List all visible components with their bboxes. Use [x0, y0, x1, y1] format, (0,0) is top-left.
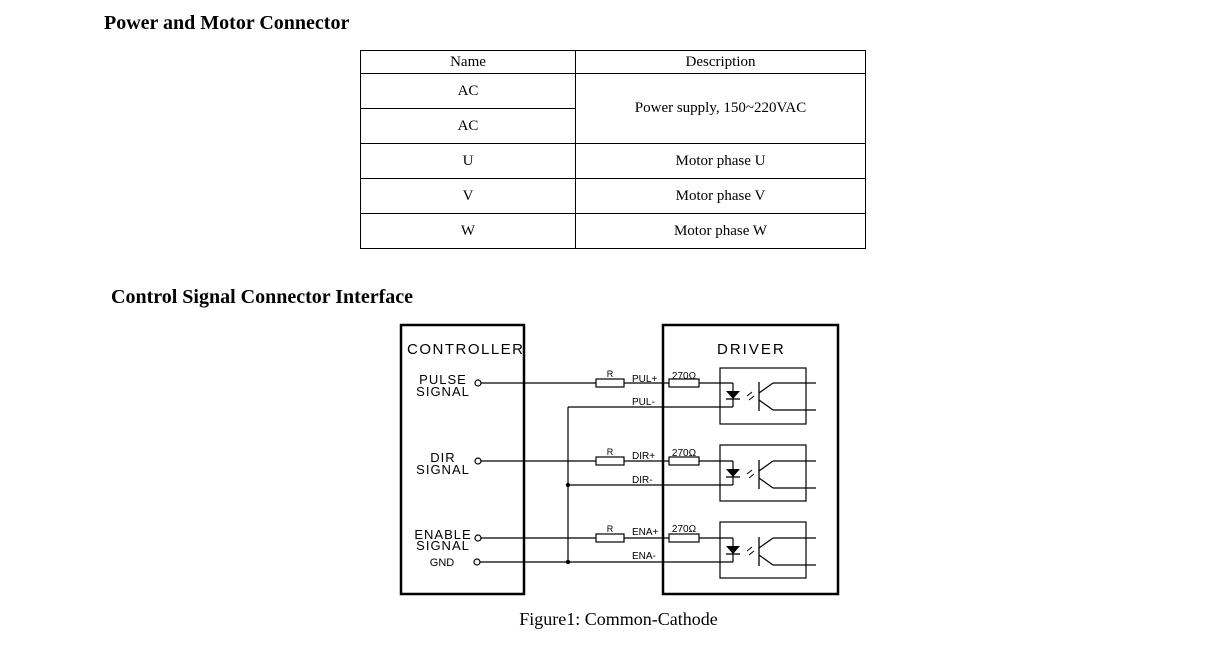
pul-plus-label: PUL+ — [632, 374, 657, 385]
external-resistor — [595, 378, 625, 388]
dir-signal-label: SIGNAL — [416, 462, 470, 477]
power-connector-heading: Power and Motor Connector — [104, 12, 350, 34]
enable-signal-label: SIGNAL — [416, 538, 470, 553]
resistor-label: R — [607, 369, 614, 379]
resistor-label: R — [607, 524, 614, 534]
control-connector-heading: Control Signal Connector Interface — [111, 286, 414, 308]
led-icon — [726, 391, 740, 399]
common-cathode-wiring-diagram: CONTROLLER DRIVER PULSE SIGNAL DIR SIGNA… — [399, 323, 840, 596]
junction-dot — [565, 559, 571, 565]
pul-minus-label: PUL- — [632, 397, 655, 408]
enable-terminal — [474, 534, 482, 542]
controller-label: CONTROLLER — [407, 341, 525, 358]
controller-box — [399, 323, 526, 596]
table-row: W Motor phase W — [360, 213, 866, 249]
external-resistor — [595, 456, 625, 466]
led-icon — [726, 546, 740, 554]
table-header-row: Name Description — [360, 50, 866, 74]
table-row: AC — [360, 108, 866, 144]
dir-terminal — [474, 457, 482, 465]
resistor-label: R — [607, 447, 614, 457]
pin-description: Motor phase V — [575, 178, 866, 214]
name-column-header: Name — [360, 50, 576, 74]
pulse-channel — [474, 367, 816, 425]
pulse-signal-label: PULSE — [419, 372, 467, 387]
external-resistor — [595, 533, 625, 543]
gnd-label: GND — [430, 557, 455, 569]
table-row: AC Power supply, 150~220VAC — [360, 73, 866, 144]
pin-name: V — [360, 178, 576, 214]
internal-resistor-label: 270Ω — [672, 524, 697, 535]
optocoupler-box — [719, 444, 807, 502]
driver-label: DRIVER — [717, 341, 786, 358]
driver-box — [661, 323, 840, 596]
optocoupler-box — [719, 367, 807, 425]
figure-caption: Figure1: Common-Cathode — [0, 609, 1227, 630]
pin-description: Motor phase W — [575, 213, 866, 249]
ena-plus-label: ENA+ — [632, 527, 659, 538]
figure-caption-text: Figure1: Common-Cathode — [519, 609, 718, 629]
dir-plus-label: DIR+ — [632, 451, 655, 462]
optocoupler-box — [719, 521, 807, 579]
internal-resistor — [668, 533, 700, 543]
pulse-signal-label: SIGNAL — [416, 384, 470, 399]
pin-name: U — [360, 143, 576, 179]
pin-name: AC — [360, 108, 576, 144]
pin-name: W — [360, 213, 576, 249]
internal-resistor-label: 270Ω — [672, 371, 697, 382]
table-row: V Motor phase V — [360, 178, 866, 214]
dir-channel — [474, 444, 816, 502]
power-connector-table: Name Description AC Power supply, 150~22… — [360, 50, 866, 249]
description-column-header: Description — [575, 50, 866, 74]
gnd-terminal — [473, 558, 481, 566]
ena-minus-label: ENA- — [632, 551, 656, 562]
pulse-terminal — [474, 379, 482, 387]
dir-minus-label: DIR- — [632, 475, 653, 486]
table-row: U Motor phase U — [360, 143, 866, 179]
enable-channel — [474, 521, 816, 579]
led-icon — [726, 469, 740, 477]
internal-resistor-label: 270Ω — [672, 448, 697, 459]
pin-description: Power supply, 150~220VAC — [575, 73, 866, 144]
pin-description: Motor phase U — [575, 143, 866, 179]
dir-signal-label: DIR — [430, 450, 455, 465]
pin-name: AC — [360, 73, 576, 109]
enable-signal-label: ENABLE — [414, 527, 471, 542]
